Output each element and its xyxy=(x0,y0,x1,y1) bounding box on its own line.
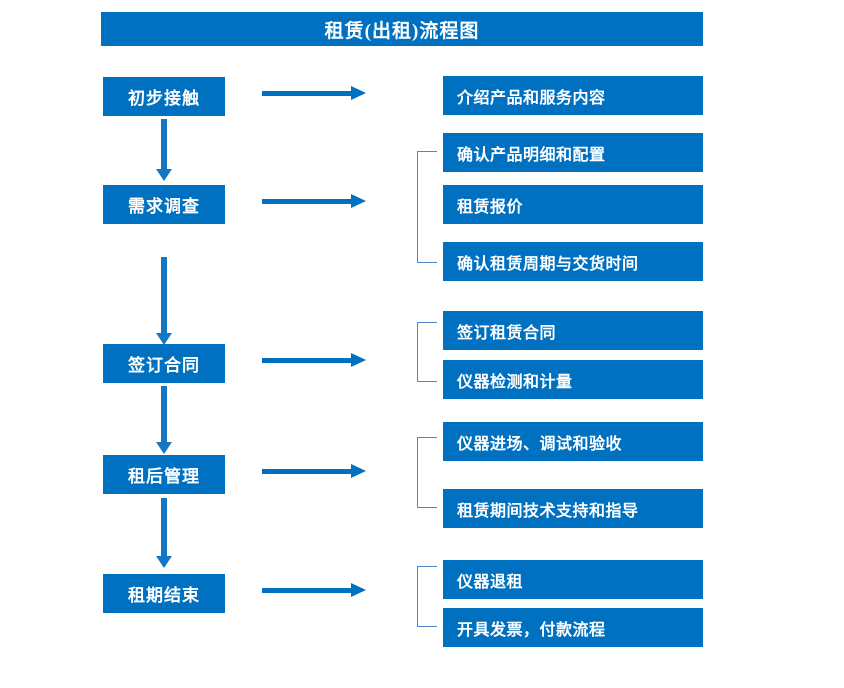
arrow-head xyxy=(156,442,172,454)
arrow-right-stage-5 xyxy=(262,583,366,597)
arrow-head xyxy=(351,86,366,100)
detail-box-confirm-lease-period-delivery[interactable]: 确认租赁周期与交货时间 xyxy=(443,242,703,281)
stage-box-sign-contract[interactable]: 签订合同 xyxy=(103,344,225,383)
detail-box-rental-quotation[interactable]: 租赁报价 xyxy=(443,185,703,224)
detail-box-instrument-return[interactable]: 仪器退租 xyxy=(443,560,703,599)
arrow-right-stage-2 xyxy=(262,194,366,208)
arrow-right-stage-4 xyxy=(262,464,366,478)
arrow-down-stage-3-to-4 xyxy=(156,386,172,454)
arrow-head xyxy=(351,583,366,597)
arrow-shaft xyxy=(161,119,167,169)
arrow-head xyxy=(156,169,172,181)
detail-box-instrument-inspection-metrology[interactable]: 仪器检测和计量 xyxy=(443,360,703,399)
arrow-head xyxy=(351,353,366,367)
stage-box-demand-survey[interactable]: 需求调查 xyxy=(103,185,225,224)
bracket-group-demand-survey xyxy=(417,151,437,263)
bracket-group-lease-end xyxy=(417,566,437,627)
bracket-group-sign-contract xyxy=(417,322,437,382)
detail-box-instrument-entry-commissioning-acceptance[interactable]: 仪器进场、调试和验收 xyxy=(443,422,703,461)
stage-box-lease-end[interactable]: 租期结束 xyxy=(103,574,225,613)
stage-box-initial-contact[interactable]: 初步接触 xyxy=(103,77,225,116)
detail-box-confirm-product-details[interactable]: 确认产品明细和配置 xyxy=(443,133,703,172)
detail-box-sign-lease-agreement[interactable]: 签订租赁合同 xyxy=(443,311,703,350)
arrow-shaft xyxy=(262,199,352,204)
arrow-down-stage-1-to-2 xyxy=(156,119,172,181)
arrow-shaft xyxy=(262,358,352,363)
arrow-shaft xyxy=(161,257,167,333)
arrow-right-stage-3 xyxy=(262,353,366,367)
page-title: 租赁(出租)流程图 xyxy=(101,12,703,46)
arrow-head xyxy=(156,333,172,345)
detail-box-invoice-payment-process[interactable]: 开具发票，付款流程 xyxy=(443,608,703,647)
arrow-head xyxy=(351,464,366,478)
arrow-shaft xyxy=(262,588,352,593)
arrow-down-stage-4-to-5 xyxy=(156,498,172,568)
arrow-shaft xyxy=(161,386,167,442)
arrow-down-stage-2-to-3 xyxy=(156,257,172,345)
arrow-shaft xyxy=(262,91,352,96)
detail-box-technical-support-guidance[interactable]: 租赁期间技术支持和指导 xyxy=(443,489,703,528)
arrow-shaft xyxy=(262,469,352,474)
arrow-shaft xyxy=(161,498,167,556)
arrow-head xyxy=(156,556,172,568)
detail-box-introduce-products[interactable]: 介绍产品和服务内容 xyxy=(443,76,703,115)
stage-box-post-rental-management[interactable]: 租后管理 xyxy=(103,455,225,494)
bracket-group-post-rental-management xyxy=(417,437,437,508)
arrow-right-stage-1 xyxy=(262,86,366,100)
arrow-head xyxy=(351,194,366,208)
